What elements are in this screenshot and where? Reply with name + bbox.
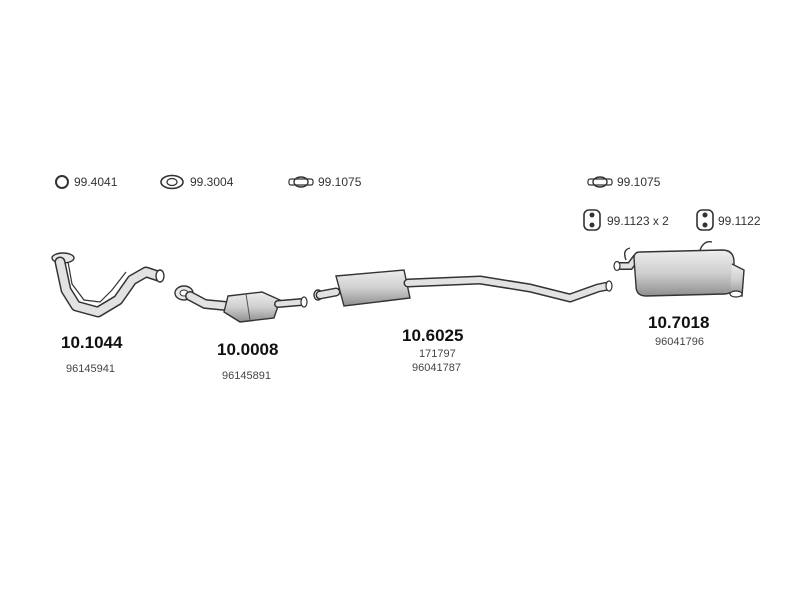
oem-number: 96145891 xyxy=(222,370,271,382)
clamp-icon xyxy=(288,176,314,188)
part-code: 10.1044 xyxy=(61,333,123,352)
clamp-icon xyxy=(587,176,613,188)
rubber-hanger-icon xyxy=(696,209,714,231)
accessory-code: 99.4041 xyxy=(74,175,118,189)
part-code: 10.0008 xyxy=(217,340,279,359)
rear-silencer-icon xyxy=(613,240,745,298)
front-pipe-icon xyxy=(51,252,165,318)
accessory-code: 99.1123 x 2 xyxy=(607,214,669,228)
part-code: 10.6025 xyxy=(402,326,464,345)
accessory-code: 99.1122 xyxy=(718,214,761,228)
part-code: 10.7018 xyxy=(648,313,710,332)
accessory-code: 99.1075 xyxy=(318,175,362,189)
oem-number: 171797 xyxy=(419,348,456,360)
accessory-code: 99.1075 xyxy=(617,175,661,189)
middle-silencer-icon xyxy=(313,269,613,307)
accessory-code: 99.3004 xyxy=(190,175,234,189)
flange-gasket-icon xyxy=(160,174,184,190)
oem-number: 96041796 xyxy=(655,336,704,348)
oem-number: 96041787 xyxy=(412,362,461,374)
rubber-hanger-icon xyxy=(583,209,601,231)
oem-number: 96145941 xyxy=(66,363,115,375)
catalytic-converter-icon xyxy=(174,285,308,323)
o-ring-icon xyxy=(55,175,69,189)
